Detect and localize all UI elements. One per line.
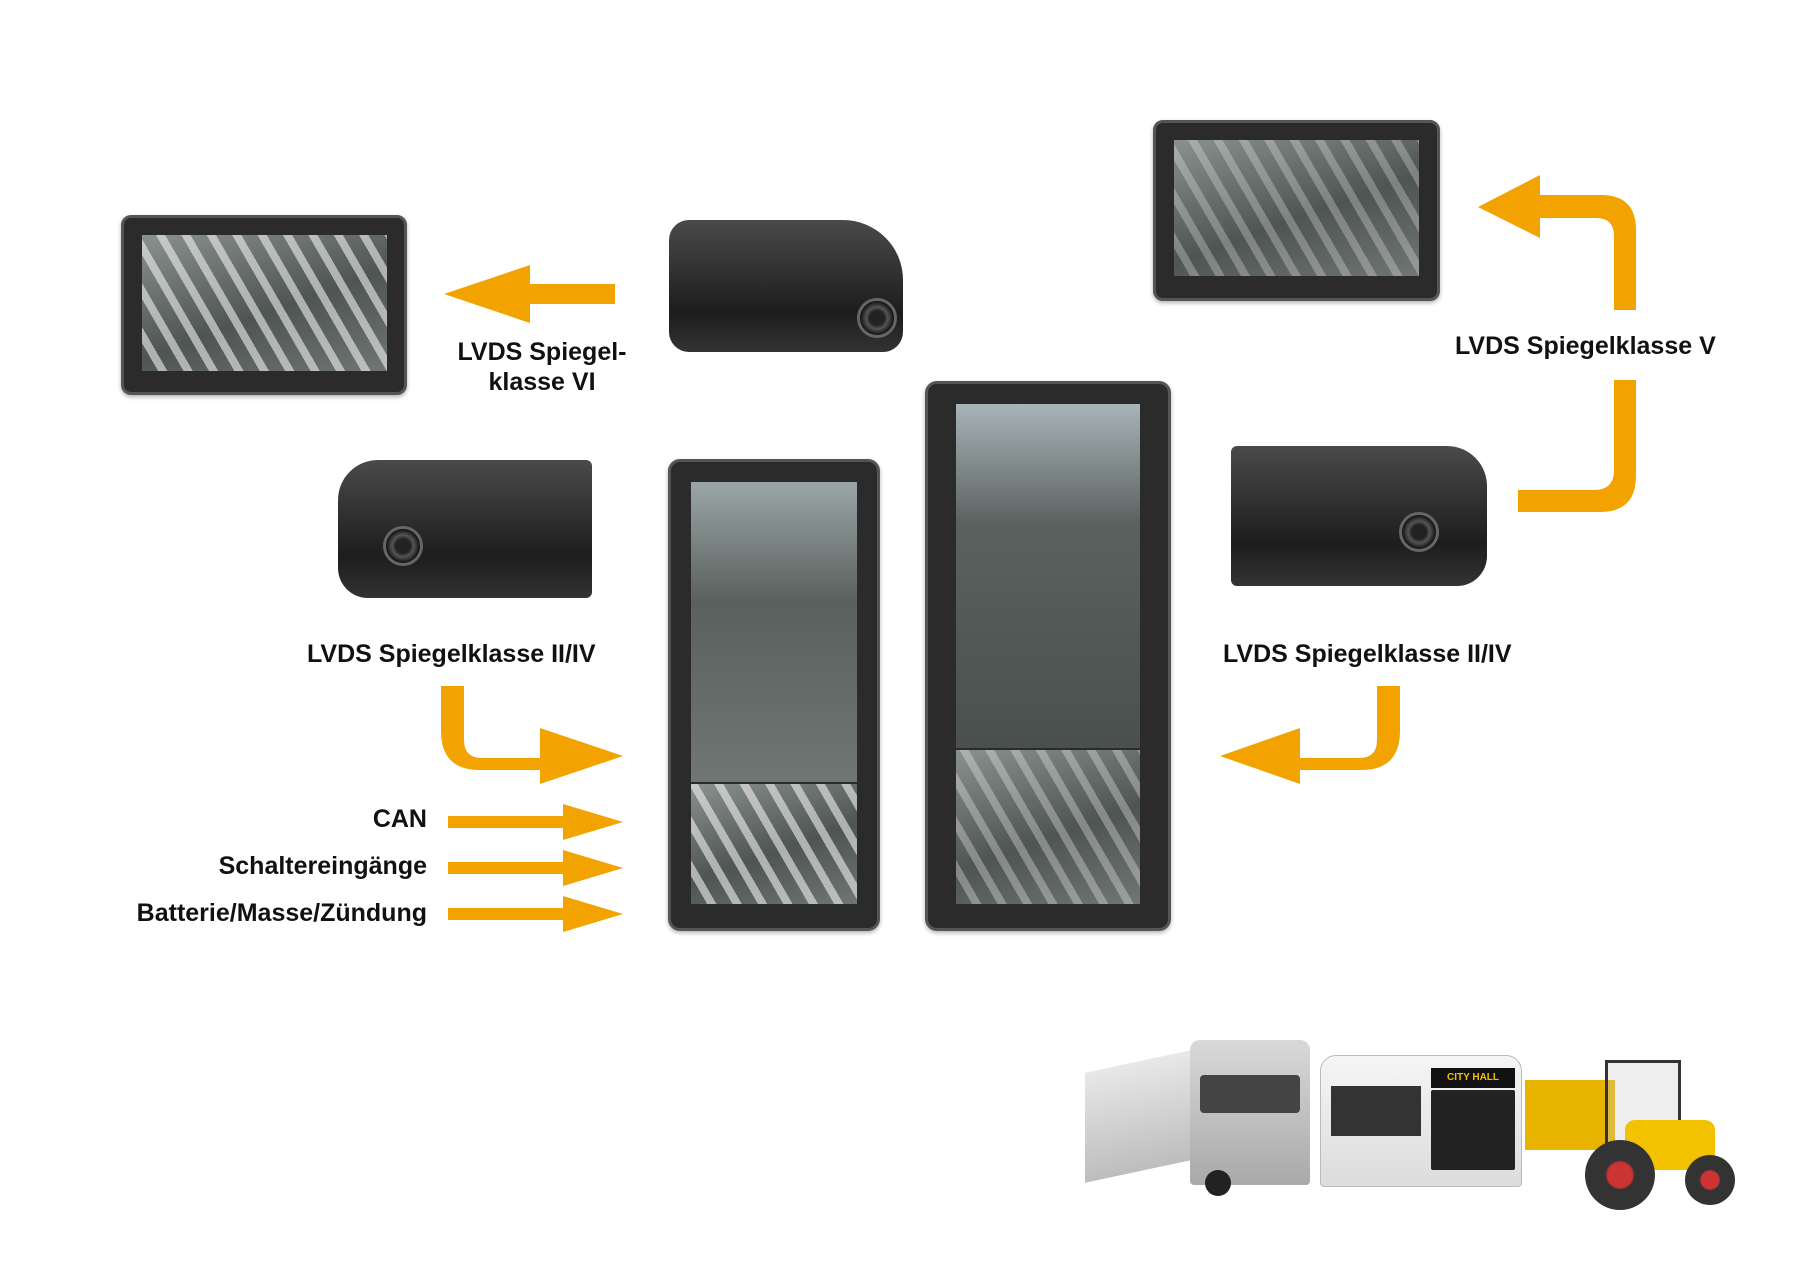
monitor-screen <box>1174 140 1419 276</box>
camera-lens-icon <box>383 526 423 566</box>
arrow-power <box>448 896 623 932</box>
mirror-screen-upper <box>956 404 1140 748</box>
label-class-ii-iv-right: LVDS Spiegelklasse II/IV <box>1223 640 1512 668</box>
monitor-screen <box>142 235 387 371</box>
arrow-left-camera-to-mirror <box>441 686 623 784</box>
camera-lens-icon <box>1399 512 1439 552</box>
camera-lens-icon <box>857 298 897 338</box>
camera-class-vi <box>669 220 903 352</box>
arrow-to-class-v-monitor <box>1478 175 1636 310</box>
mirror-screen-upper <box>691 482 857 782</box>
monitor-class-v <box>1153 120 1440 301</box>
label-can: CAN <box>372 805 427 833</box>
arrow-to-class-vi-monitor <box>444 265 615 323</box>
camera-class-ii-iv-left <box>338 460 592 598</box>
truck <box>1085 1040 1325 1196</box>
arrow-switch-inputs <box>448 850 623 886</box>
label-line: LVDS Spiegel- <box>457 338 627 366</box>
arrow-right-camera-to-mirror <box>1220 686 1400 784</box>
bus-destination-sign: CITY HALL <box>1431 1068 1515 1088</box>
label-switch-inputs: Schaltereingänge <box>218 852 427 880</box>
tractor <box>1525 1060 1735 1210</box>
vehicles-illustration: CITY HALL <box>1085 1020 1735 1210</box>
mirror-screen-lower <box>956 750 1140 904</box>
mirror-display-left <box>668 459 880 931</box>
bus: CITY HALL <box>1320 1055 1522 1187</box>
mirror-screen-lower <box>691 784 857 904</box>
arrow-from-right-camera <box>1518 380 1636 512</box>
label-power: Batterie/Masse/Zündung <box>136 899 427 927</box>
mirror-display-right <box>925 381 1171 931</box>
monitor-class-vi <box>121 215 407 395</box>
label-class-vi: LVDS Spiegel- klasse VI <box>452 337 632 397</box>
label-line: klasse VI <box>488 368 596 396</box>
label-class-ii-iv-left: LVDS Spiegelklasse II/IV <box>307 640 596 668</box>
camera-class-ii-iv-right <box>1231 446 1487 586</box>
arrow-can <box>448 804 623 840</box>
label-class-v: LVDS Spiegelklasse V <box>1455 332 1716 360</box>
